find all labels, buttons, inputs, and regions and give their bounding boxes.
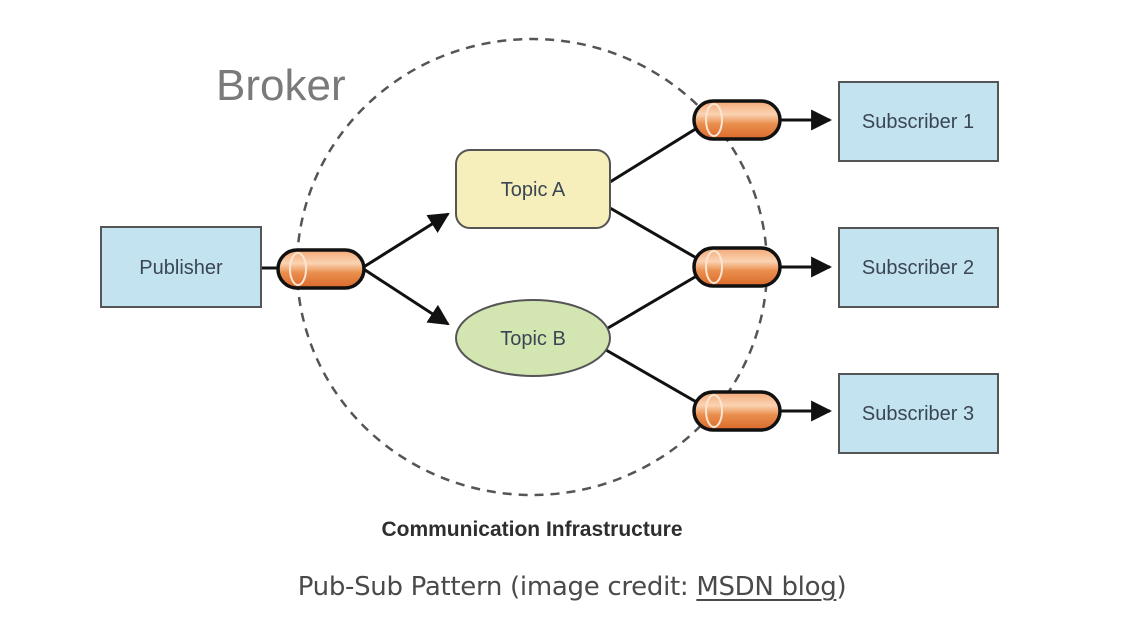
queue-icon-publisher — [276, 248, 366, 290]
edge-queue-topic-b — [361, 266, 450, 326]
subscriber-3-node: Subscriber 3 — [838, 373, 999, 454]
edge-topic-b-queue2 — [607, 265, 713, 330]
subscriber-2-label: Subscriber 2 — [862, 257, 974, 279]
caption-suffix: ) — [836, 572, 847, 602]
edge-topic-a-queue1 — [609, 118, 711, 184]
queue-icon-subscriber-1 — [692, 99, 782, 141]
topic-b-node: Topic B — [455, 299, 611, 377]
queue-icon-subscriber-2 — [692, 246, 782, 288]
broker-label: Broker — [216, 61, 346, 110]
subscriber-3-label: Subscriber 3 — [862, 403, 974, 425]
caption-credit-link[interactable]: MSDN blog — [696, 572, 837, 602]
caption-text: Pub-Sub Pattern (image credit: — [297, 572, 697, 602]
subscriber-2-node: Subscriber 2 — [838, 227, 999, 308]
publisher-node: Publisher — [100, 226, 262, 308]
infrastructure-label: Communication Infrastructure — [381, 518, 682, 541]
pub-sub-diagram: Broker Publisher Topic A — [100, 37, 999, 541]
topic-a-label: Topic A — [501, 179, 566, 201]
edge-queue-topic-a — [361, 212, 450, 270]
figure-caption: Pub-Sub Pattern (image credit: MSDN blog… — [0, 572, 1144, 602]
subscriber-1-label: Subscriber 1 — [862, 111, 974, 133]
topic-b-label: Topic B — [500, 328, 566, 350]
topic-a-node: Topic A — [455, 149, 611, 229]
queue-icon-subscriber-3 — [692, 390, 782, 432]
publisher-label: Publisher — [139, 257, 223, 279]
edge-topic-b-queue3 — [605, 348, 713, 413]
connections — [262, 109, 833, 422]
subscriber-1-node: Subscriber 1 — [838, 81, 999, 162]
